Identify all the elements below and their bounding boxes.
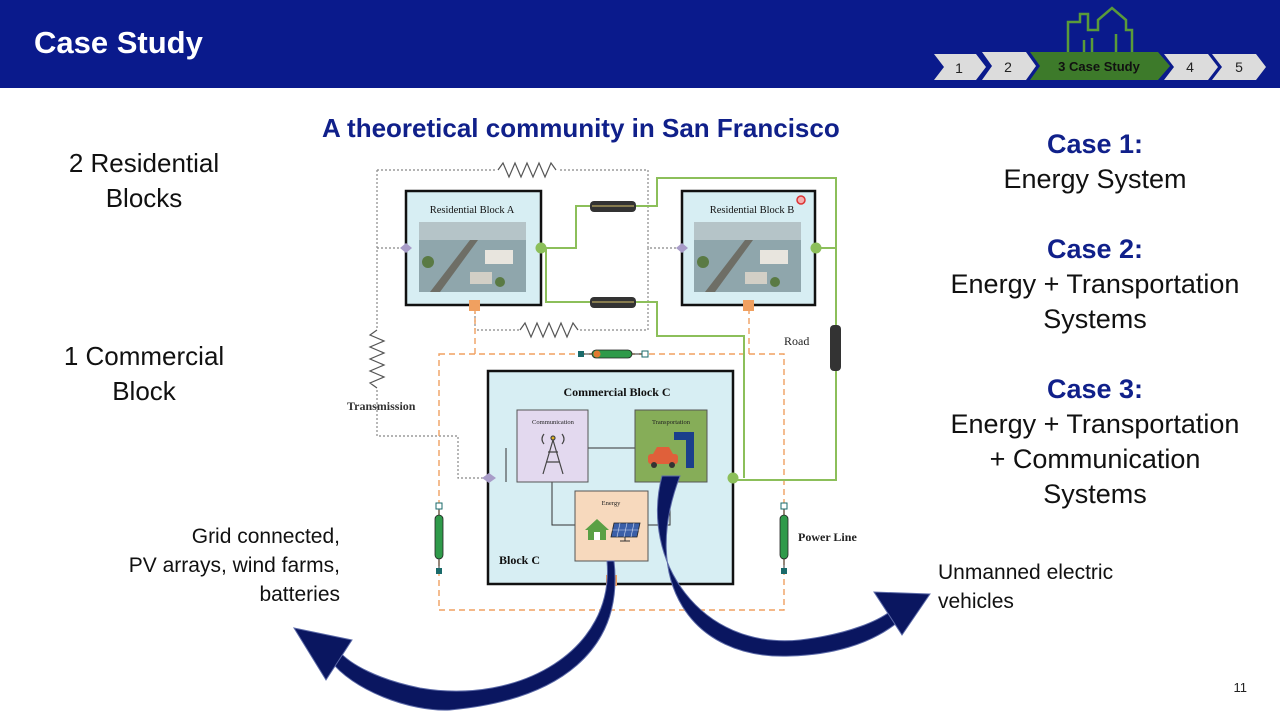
solar-panel-icon (610, 522, 641, 542)
ev-note: Unmanned electric vehicles (938, 561, 1114, 613)
svg-text:2: 2 (1004, 59, 1012, 75)
step-3-active[interactable]: 3 Case Study (1030, 52, 1170, 80)
transportation-subsystem: Transportation (634, 409, 708, 483)
svg-text:5: 5 (1235, 59, 1243, 75)
svg-text:Residential Block B: Residential Block B (710, 205, 795, 216)
grid-note: Grid connected, PV arrays, wind farms, b… (128, 525, 340, 606)
aerial-photo-b (694, 222, 801, 292)
header-bar: Case Study (0, 0, 1280, 88)
svg-text:1: 1 (955, 60, 963, 76)
block-connectors (400, 242, 822, 311)
svg-text:Transportation: Transportation (652, 419, 691, 426)
svg-text:3 Case Study: 3 Case Study (1058, 59, 1140, 74)
svg-text:Energy: Energy (602, 500, 621, 507)
transmission-resistor-top (497, 161, 557, 179)
power-line-component-right (779, 502, 789, 574)
case-1: Case 1: Energy System (1003, 129, 1187, 194)
step-4[interactable]: 4 (1164, 54, 1218, 80)
diagram-subtitle: A theoretical community in San Francisco (322, 113, 840, 143)
road-segments (590, 201, 841, 371)
residential-block-b: Residential Block B (680, 189, 817, 307)
commercial-label: 1 Commercial Block (63, 341, 225, 406)
transmission-resistor-left (368, 329, 386, 389)
svg-text:Block C: Block C (499, 553, 540, 567)
energy-subsystem: Energy (574, 490, 649, 562)
antenna-tower-icon (541, 433, 565, 475)
svg-text:Commercial Block C: Commercial Block C (563, 385, 670, 399)
svg-text:4: 4 (1186, 59, 1194, 75)
curved-arrow-left (292, 560, 616, 711)
cursor-marker (796, 195, 806, 205)
commercial-block-c: Commercial Block C Block C Communication… (486, 369, 735, 586)
case-2: Case 2: Energy + Transportation Systems (950, 234, 1240, 334)
case-3: Case 3: Energy + Transportation + Commun… (950, 374, 1240, 509)
city-skyline-icon (1066, 6, 1134, 52)
step-1[interactable]: 1 (934, 54, 986, 80)
transmission-label: Transmission (347, 399, 416, 413)
car-icon (648, 447, 678, 468)
house-icon (585, 519, 609, 540)
power-line-component-left (434, 502, 444, 574)
residential-label: 2 Residential Blocks (68, 148, 220, 213)
step-2[interactable]: 2 (982, 52, 1036, 80)
charging-station-icon (674, 432, 694, 468)
road-label: Road (784, 334, 809, 348)
power-line-component-top (578, 349, 649, 359)
svg-text:Residential Block A: Residential Block A (430, 205, 515, 216)
road-lines (542, 177, 837, 481)
transmission-resistor-mid (519, 321, 579, 339)
power-line-label: Power Line (798, 530, 857, 544)
page-title: Case Study (34, 25, 203, 60)
residential-block-a: Residential Block A (404, 189, 543, 307)
curved-arrow-right (657, 475, 931, 657)
aerial-photo-a (419, 222, 526, 292)
page-number: 11 (1233, 680, 1248, 695)
communication-subsystem: Communication (516, 409, 589, 483)
step-5[interactable]: 5 (1212, 54, 1266, 80)
svg-text:Communication: Communication (532, 419, 575, 426)
progress-breadcrumb: 1 2 3 Case Study 4 5 (934, 6, 1266, 80)
